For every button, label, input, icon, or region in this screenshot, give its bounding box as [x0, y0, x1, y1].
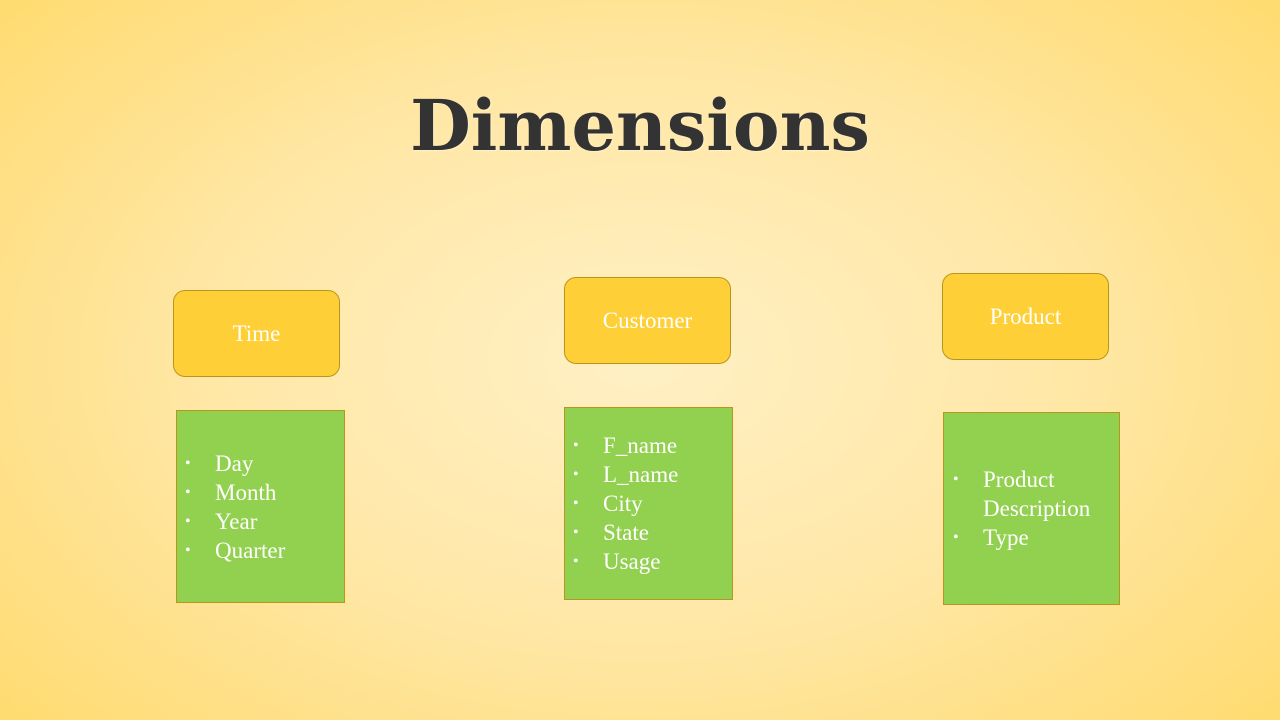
- time-attributes-box: Day Month Year Quarter: [176, 410, 345, 603]
- product-attributes-list: Product Description Type: [944, 465, 1113, 552]
- time-attributes-list: Day Month Year Quarter: [177, 449, 285, 565]
- slide-title: Dimensions: [410, 84, 870, 167]
- product-attributes-box: Product Description Type: [943, 412, 1120, 605]
- list-item: Month: [185, 478, 285, 507]
- customer-attributes-list: F_name L_name City State Usage: [565, 431, 679, 576]
- list-item: L_name: [573, 460, 679, 489]
- list-item: Type: [953, 523, 1113, 552]
- list-item: Year: [185, 507, 285, 536]
- product-dimension-label: Product: [989, 303, 1062, 329]
- list-item: Product Description: [953, 465, 1113, 523]
- product-dimension-header: Product: [942, 273, 1109, 360]
- customer-attributes-box: F_name L_name City State Usage: [564, 407, 733, 600]
- list-item: Usage: [573, 547, 678, 576]
- list-item: F_name: [573, 431, 678, 460]
- list-item: City: [573, 489, 678, 518]
- customer-dimension-label: Customer: [602, 307, 693, 333]
- list-item: State: [573, 518, 678, 547]
- customer-dimension-header: Customer: [564, 277, 731, 364]
- list-item: Day: [185, 449, 285, 478]
- time-dimension-header: Time: [173, 290, 340, 377]
- list-item: Quarter: [185, 536, 285, 565]
- time-dimension-label: Time: [232, 320, 281, 346]
